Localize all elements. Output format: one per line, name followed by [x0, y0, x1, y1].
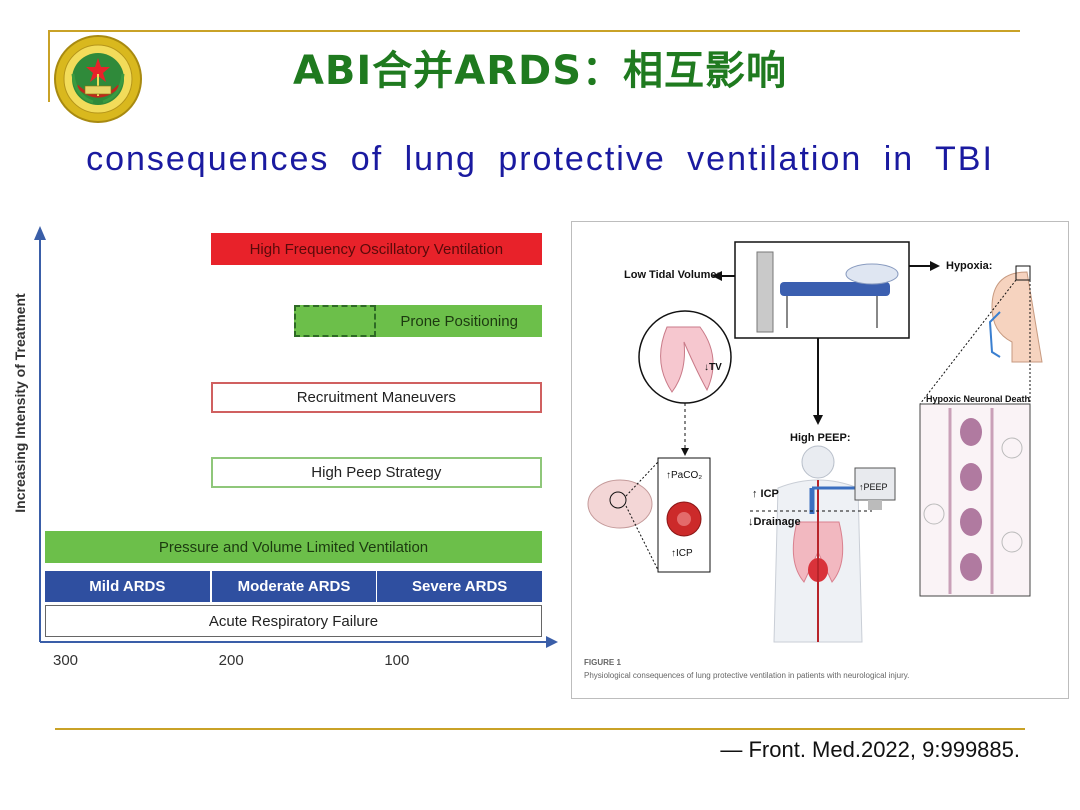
x-axis-arrow-icon — [546, 636, 558, 648]
treatment-bar: Severe ARDS — [377, 571, 542, 602]
bed-icon — [780, 282, 890, 296]
icp-up-small-label: ↑ICP — [671, 548, 693, 559]
treatment-bar: Moderate ARDS — [211, 571, 377, 602]
hypoxic-neuronal-death-label: Hypoxic Neuronal Death — [926, 394, 1031, 404]
figure-illustration — [587, 241, 1043, 643]
red-cell-icon — [960, 418, 982, 446]
peep-up-label: ↑PEEP — [859, 482, 888, 492]
left-arrow-icon — [712, 271, 722, 281]
figure-caption: Physiological consequences of lung prote… — [584, 671, 910, 680]
paco2-up-label: ↑PaCO₂ — [666, 470, 703, 481]
y-axis-arrow-icon — [34, 226, 46, 240]
x-tick-label: 300 — [53, 652, 79, 669]
brain-icon — [587, 479, 653, 529]
down-arrow-icon — [813, 415, 823, 425]
slide-subtitle: consequences of lung protective ventilat… — [86, 140, 994, 178]
profile-head-icon — [991, 271, 1043, 363]
neuron-icon — [1001, 437, 1023, 459]
brain-region-box — [1015, 265, 1031, 281]
treatment-bar: Pressure and Volume Limited Ventilation — [45, 531, 542, 563]
x-tick-label: 200 — [218, 652, 244, 669]
alveoli-icon — [660, 326, 714, 393]
alveoli-circle — [638, 310, 732, 404]
icp-up-label: ↑ ICP — [752, 488, 779, 500]
ventilator-box — [734, 241, 910, 339]
treatment-bar: Acute Respiratory Failure — [45, 605, 542, 637]
low-tidal-volume-label: Low Tidal Volume: — [624, 269, 721, 281]
figure-panel: Low Tidal Volume: Hypoxia: ↓TV ↑PaCO₂ ↑I… — [571, 221, 1069, 699]
treatment-bar: Recruitment Maneuvers — [210, 382, 542, 413]
figure-caption-title: FIGURE 1 — [584, 658, 621, 667]
citation: — Front. Med.2022, 9:999885. — [720, 737, 1020, 762]
high-peep-label: High PEEP: — [790, 432, 851, 444]
military-hospital-emblem-icon — [53, 34, 143, 124]
left-rule — [48, 30, 50, 102]
ventilator-icon — [756, 251, 774, 333]
slide-title: ABI合并ARDS：相互影响 — [292, 48, 788, 94]
treatment-bar — [293, 305, 377, 337]
patient-icon — [845, 263, 899, 285]
treatment-bar: High Frequency Oscillatory Ventilation — [210, 233, 542, 265]
tv-down-label: ↓TV — [704, 362, 722, 373]
treatment-bar: High Peep Strategy — [210, 457, 542, 488]
treatment-bar: Mild ARDS — [45, 571, 210, 602]
drainage-down-label: ↓Drainage — [748, 516, 801, 528]
right-arrow-icon — [930, 261, 940, 271]
treatment-bar: Prone Positioning — [376, 305, 542, 337]
top-rule — [48, 30, 1020, 32]
x-tick-label: 100 — [384, 652, 410, 669]
head-icon — [801, 445, 835, 479]
hypoxia-label: Hypoxia: — [946, 260, 993, 272]
bottom-rule — [55, 728, 1025, 730]
treatment-axes — [34, 226, 558, 648]
y-axis-label: Increasing Intensity of Treatment — [12, 293, 28, 513]
